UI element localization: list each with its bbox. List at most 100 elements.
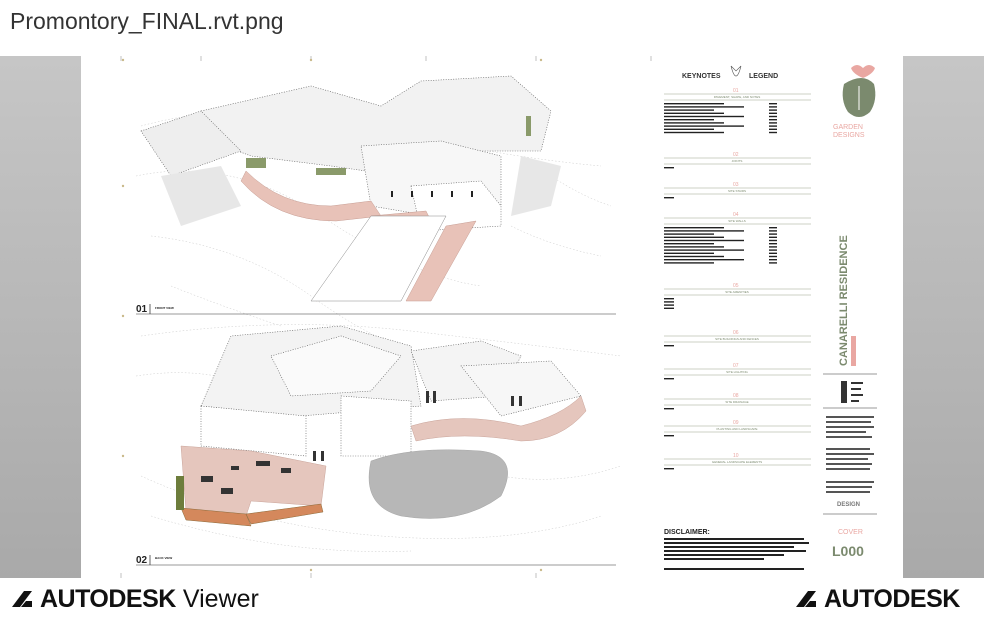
- view1-name: FRONT VIEW: [155, 306, 174, 310]
- legend-row: [664, 125, 744, 127]
- footer-bar: [0, 578, 984, 628]
- legend-row: [664, 112, 724, 114]
- legend-section-title: JOINTS: [732, 159, 743, 163]
- view2-name: BACK VIEW: [155, 556, 172, 560]
- left-product-name: Viewer: [182, 584, 259, 613]
- autodesk-viewer-branding[interactable]: AUTODESK Viewer: [10, 584, 259, 614]
- legend-row: [664, 106, 744, 108]
- legend-section-number: 01: [733, 88, 739, 94]
- legend-section-title: PLANTING AND LANDSCAPE: [716, 427, 757, 431]
- autodesk-branding-right[interactable]: AUTODESK: [794, 584, 960, 614]
- design-label: DESIGN: [837, 502, 860, 508]
- front-view-render: [135, 75, 612, 347]
- legend-row-value: [769, 112, 777, 114]
- legend-row-value: [769, 255, 777, 258]
- project-name: CANARELLI RESIDENCE: [838, 235, 850, 366]
- sheet-border-dots: [121, 58, 543, 572]
- sheet-title: COVER: [838, 529, 863, 536]
- disclaimer-title: DISCLAIMER:: [664, 529, 710, 536]
- legend-row: [664, 119, 714, 121]
- legend-section-title: SITE DRAINAGE: [725, 400, 748, 404]
- legend-row: [664, 167, 674, 169]
- legend-logo-icon: [730, 65, 742, 77]
- legend-row: [664, 236, 724, 238]
- legend-row-value: [769, 262, 777, 264]
- legend-row-value: [769, 236, 777, 238]
- legend-row-value: [769, 115, 777, 118]
- legend-section-number: 04: [733, 212, 739, 218]
- legend-row: [664, 243, 714, 245]
- legend-title-left: KEYNOTES: [682, 73, 721, 80]
- legend-row: [664, 259, 744, 261]
- disclaimer-text-lines: [664, 538, 809, 570]
- company-logo-icon: [842, 65, 876, 117]
- legend-section-number: 10: [733, 453, 739, 459]
- legend-row: [664, 197, 674, 199]
- legend-section-title: SITE WALLS: [728, 219, 746, 223]
- legend-row-value: [769, 249, 777, 251]
- legend-row-value: [769, 246, 777, 248]
- legend-row: [664, 307, 674, 309]
- legend-section-number: 09: [733, 420, 739, 426]
- legend-row: [664, 304, 674, 306]
- legend-row: [664, 468, 674, 470]
- legend-row-value: [769, 122, 777, 124]
- legend-row-value: [769, 128, 777, 130]
- legend-row-value: [769, 131, 777, 134]
- legend-section-title: SITE AMENITIES: [725, 290, 749, 294]
- legend-row: [664, 131, 724, 134]
- legend-section-number: 02: [733, 152, 739, 158]
- legend-row-value: [769, 243, 777, 245]
- sheet-drawing: 01 FRONT VIEW: [120, 56, 877, 578]
- legend-section-number: 06: [733, 330, 739, 336]
- legend-row: [664, 262, 714, 264]
- company-name-line2: DESIGNS: [833, 132, 865, 139]
- legend-row-value: [769, 230, 777, 232]
- legend-section-title: SITE BUILDINGS AND FENCES: [715, 337, 759, 341]
- legend-row: [664, 109, 714, 111]
- legend-row: [664, 378, 674, 380]
- drawing-sheet[interactable]: 01 FRONT VIEW: [81, 56, 903, 578]
- legend-row-value: [769, 125, 777, 127]
- legend-row: [664, 255, 724, 258]
- legend-row: [664, 239, 744, 242]
- legend-section-title: SITE STAIRS: [728, 189, 746, 193]
- legend-row-value: [769, 239, 777, 242]
- legend-row-value: [769, 252, 777, 254]
- legend-row: [664, 301, 674, 303]
- legend-row-value: [769, 227, 777, 229]
- right-brand-name: AUTODESK: [824, 584, 960, 613]
- legend-section-title: PAVEMENT, SHAPE, AND NOTES: [714, 95, 761, 99]
- legend-row: [664, 128, 714, 130]
- legend-row: [664, 233, 714, 235]
- legend-row: [664, 408, 674, 410]
- legend-row-value: [769, 106, 777, 108]
- file-title: Promontory_FINAL.rvt.png: [10, 8, 284, 34]
- view-title-01: 01 FRONT VIEW: [136, 304, 616, 315]
- title-block: GARDEN DESIGNS CANARELLI RESIDENCE: [823, 65, 877, 559]
- legend-row: [664, 345, 674, 347]
- view1-number: 01: [136, 304, 148, 315]
- legend-row: [664, 122, 724, 124]
- legend-row: [664, 249, 744, 251]
- legend-section-number: 03: [733, 182, 739, 188]
- legend-section-number: 05: [733, 283, 739, 289]
- legend-section-number: 07: [733, 363, 739, 369]
- autodesk-logo-icon: [12, 591, 32, 607]
- title-block-notes: [826, 416, 874, 493]
- legend-row-value: [769, 233, 777, 235]
- legend-row: [664, 227, 724, 229]
- legend-section-number: 08: [733, 393, 739, 399]
- back-view-render: [135, 324, 622, 552]
- company-name-line1: GARDEN: [833, 124, 863, 131]
- legend-row-value: [769, 259, 777, 261]
- legend-row: [664, 246, 724, 248]
